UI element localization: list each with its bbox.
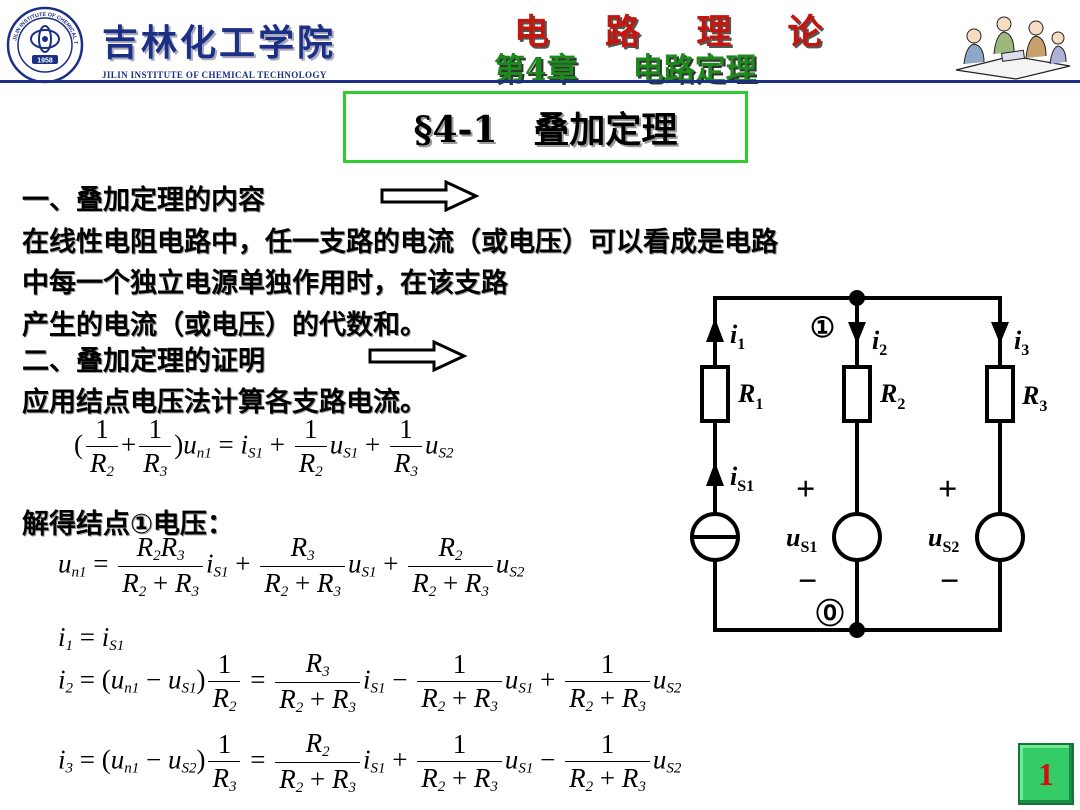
node-label-1: ①	[810, 313, 835, 344]
school-name-en: JILIN INSTITUTE OF CHEMICAL TECHNOLOGY	[102, 70, 327, 80]
school-name-cn: 吉林化工学院	[102, 22, 337, 64]
plus-sign-us2: +	[938, 471, 957, 508]
label-us1: uS1	[786, 523, 817, 556]
current-arrow-i1	[706, 318, 724, 342]
resistor-r2	[842, 365, 872, 423]
label-r2: R2	[879, 379, 905, 413]
paragraph-line-2: 中每一个独立电源单独作用时，在该支路	[22, 268, 508, 299]
label-r3: R3	[1021, 381, 1047, 415]
arrow-icon	[380, 179, 480, 216]
label-i1: i1	[730, 320, 745, 353]
page-number-box: 1	[1018, 743, 1074, 805]
course-title: 电 路 理 论	[514, 12, 845, 53]
current-arrow-i2	[848, 322, 866, 344]
node-1-dot	[849, 290, 865, 306]
node-label-0: ⓪	[816, 597, 844, 630]
label-us2: uS2	[928, 523, 959, 556]
paragraph-line-3: 产生的电流（或电压）的代数和。	[22, 310, 427, 341]
school-logo: JILIN INSTITUTE OF CHEMICAL TECHNOLOGY 1…	[4, 2, 84, 84]
current-source-is1	[690, 512, 740, 562]
label-r1: R1	[737, 379, 763, 413]
voltage-source-us2	[975, 512, 1025, 562]
minus-sign-us1: −	[798, 563, 817, 600]
paragraph-line-5: 解得结点①电压：	[22, 509, 234, 540]
label-i2: i2	[872, 326, 887, 359]
section-title: §4-1 叠加定理	[413, 109, 678, 151]
page-number: 1	[1038, 755, 1054, 792]
i1-equation: i1 = iS1	[58, 622, 125, 654]
heading-content: 一、叠加定理的内容	[22, 185, 265, 216]
current-arrow-i3	[991, 322, 1009, 344]
label-is1: iS1	[730, 462, 754, 495]
paragraph-line-4: 应用结点电压法计算各支路电流。	[22, 387, 427, 418]
section-title-box: §4-1 叠加定理	[343, 91, 748, 163]
label-i3: i3	[1014, 326, 1029, 359]
resistor-r1	[700, 365, 730, 423]
minus-sign-us2: −	[940, 563, 959, 600]
header-divider	[0, 80, 1080, 83]
current-arrow-is1	[706, 462, 724, 486]
plus-sign-us1: +	[796, 471, 815, 508]
logo-year: 1958	[37, 58, 53, 65]
header-illustration	[952, 6, 1074, 80]
paragraph-line-1: 在线性电阻电路中，任一支路的电流（或电压）可以看成是电路	[22, 227, 778, 258]
voltage-source-us1	[832, 512, 882, 562]
node-0-dot	[849, 622, 865, 638]
resistor-r3	[985, 365, 1015, 423]
heading-proof: 二、叠加定理的证明	[22, 346, 265, 377]
circuit-diagram: i1 i2 i3 R1 R2 R3 iS1 uS1 uS2 ① ⓪ + + − …	[680, 280, 1060, 650]
arrow-icon	[368, 339, 468, 376]
